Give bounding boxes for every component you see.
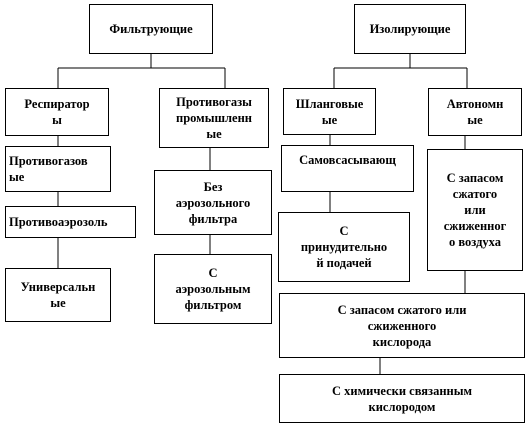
node-with-aerosol-filter: С аэрозольным фильтром (154, 254, 272, 324)
node-no-aerosol-filter: Без аэрозольного фильтра (154, 170, 272, 235)
node-compressed-oxygen: С запасом сжатого или сжиженного кислоро… (279, 293, 525, 358)
node-universal: Универсальн ые (5, 268, 111, 322)
node-industrial-gas-masks: Противогазы промышленн ые (159, 88, 269, 148)
node-filtering: Фильтрующие (89, 4, 213, 54)
node-self-suction: Самовсасывающ (281, 145, 414, 192)
node-chemical-oxygen: С химически связанным кислородом (279, 374, 525, 423)
node-compressed-air: С запасом сжатого или сжиженног о воздух… (427, 149, 523, 271)
node-forced-supply: С принудительно й подачей (278, 212, 410, 282)
node-gas-filter: Противогазов ые (5, 146, 111, 192)
node-hose: Шланговые ые (283, 88, 376, 135)
node-isolating: Изолирующие (354, 4, 466, 54)
node-autonomous: Автономн ые (428, 88, 522, 136)
node-respirators: Респиратор ы (5, 88, 109, 136)
node-antiaerosol: Противоаэрозоль (5, 206, 136, 238)
